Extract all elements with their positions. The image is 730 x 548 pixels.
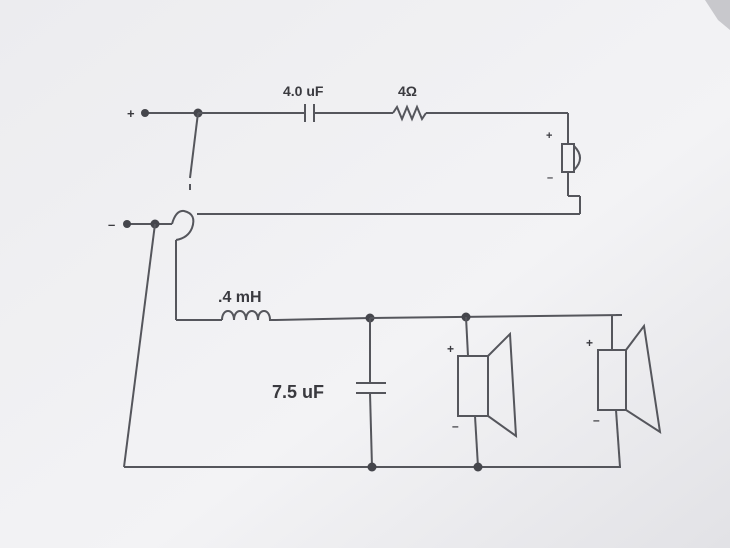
inductor-symbol [221,310,276,321]
resistor-4ohm-symbol [392,104,427,122]
input-minus-sign: – [108,217,115,232]
page-edge-shadow [705,0,730,30]
woofer-1-symbol [457,331,518,439]
tweeter-branch [141,104,581,215]
woofer1-plus-sign: + [447,342,454,356]
wire-crossover-hop [171,209,195,241]
capacitor-7-5uF-label: 7.5 uF [272,382,324,402]
input-plus-terminal [141,109,149,117]
woofer1-minus-sign: – [452,419,459,433]
woofer-branch [175,240,662,472]
capacitor-4uF-label: 4.0 uF [283,83,324,99]
resistor-label: 4Ω [398,83,417,99]
inductor-label: .4 mH [218,289,262,306]
woofer2-minus-sign: – [593,413,600,427]
junction-woofer1-bottom [473,462,483,472]
woofer-2-symbol [597,323,662,435]
tweeter-minus-sign: – [547,172,553,184]
tweeter-plus-sign: + [546,130,552,142]
input-plus-sign: + [127,106,135,121]
woofer2-plus-sign: + [586,336,593,350]
input-minus-terminal [123,220,131,228]
junction-cap-bottom [367,462,377,472]
